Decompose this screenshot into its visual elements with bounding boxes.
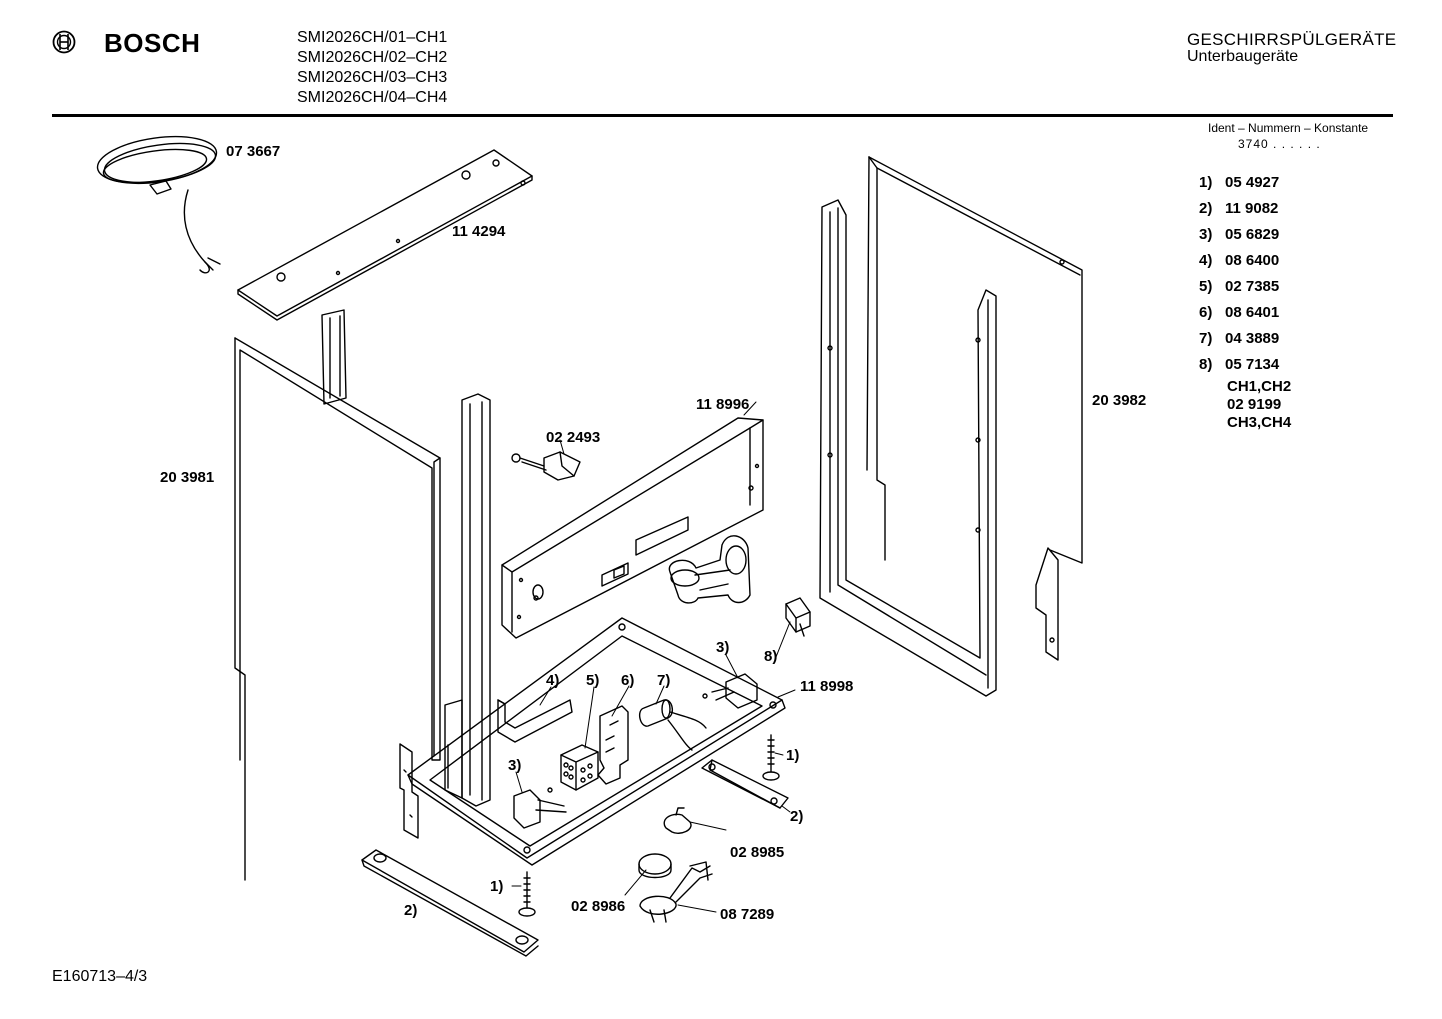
category-title: GESCHIRRSPÜLGERÄTE: [1187, 30, 1397, 49]
ident-item: 5)02 7385: [1199, 278, 1280, 295]
hinge-clip-upper-part: [702, 673, 758, 709]
drawing-reference: E160713–4/3: [52, 968, 148, 985]
ident-item-variant: CH3,CH4: [1227, 414, 1292, 431]
back-control-panel-part: [501, 417, 764, 639]
callout-label: 5): [586, 672, 599, 689]
ident-item: 8)05 7134: [1199, 356, 1280, 373]
category-subtitle: Unterbaugeräte: [1187, 48, 1299, 65]
callout-label: 11 8996: [696, 396, 749, 413]
model-list: SMI2026CH/01–CH1 SMI2026CH/02–CH2 SMI202…: [297, 28, 447, 108]
callout-label: 07 3667: [226, 143, 280, 160]
ident-item-variant: CH1,CH2: [1227, 378, 1292, 395]
bosch-armature-logo-icon: [52, 30, 76, 54]
foot-rail-left-part: [361, 849, 539, 957]
header-divider: [52, 114, 1393, 117]
leveling-screw-part: [518, 871, 536, 917]
float-bracket-part: [639, 861, 713, 923]
right-door-frame-part: [819, 199, 997, 697]
callout-label: 1): [786, 747, 799, 764]
relay-part: [785, 597, 811, 637]
model-number: SMI2026CH/01–CH1: [297, 29, 448, 46]
callout-label: 3): [508, 757, 521, 774]
ident-item: 7)04 3889: [1199, 330, 1280, 347]
callout-label: 20 3982: [1092, 392, 1146, 409]
hinge-clip-lower-part: [513, 787, 567, 829]
power-cable-part: [96, 135, 221, 274]
top-strip-part: [237, 149, 533, 321]
leader-lines: [511, 401, 796, 913]
capacitor-part: [638, 699, 707, 751]
foot-rail-right-part: [701, 759, 789, 809]
model-number: SMI2026CH/02–CH2: [297, 49, 448, 66]
mounting-plate-part: [597, 705, 629, 785]
callout-label: 20 3981: [160, 469, 214, 486]
callout-label: 1): [490, 878, 503, 895]
callout-label: 2): [404, 902, 417, 919]
float-cap-part: [638, 853, 672, 879]
terminal-block-part: [560, 744, 599, 791]
callout-label: 6): [621, 672, 634, 689]
callout-label: 11 8998: [800, 678, 853, 695]
callout-label: 02 2493: [546, 429, 600, 446]
callout-label: 11 4294: [452, 223, 506, 240]
model-number: SMI2026CH/04–CH4: [297, 89, 448, 106]
callout-label: 3): [716, 639, 729, 656]
callout-label: 8): [764, 648, 777, 665]
ident-item: 1)05 4927: [1199, 174, 1280, 191]
callout-label: 7): [657, 672, 670, 689]
model-number: SMI2026CH/03–CH3: [297, 69, 448, 86]
callout-label: 02 8985: [730, 844, 784, 861]
ident-item-variant: 02 9199: [1227, 396, 1282, 413]
callout-label: 4): [546, 672, 559, 689]
callout-label: 02 8986: [571, 898, 625, 915]
right-side-panel-part: [866, 156, 1083, 661]
ident-item: 4)08 6400: [1199, 252, 1280, 269]
base-frame-part: [407, 617, 786, 866]
ident-item: 6)08 6401: [1199, 304, 1280, 321]
air-duct-part: [668, 535, 751, 604]
callout-label: 2): [790, 808, 803, 825]
ident-code: 3740 . . . . . .: [1238, 137, 1321, 151]
screw-clip-part: [511, 451, 581, 481]
ident-number-list: 1)05 4927 2)11 9082 3)05 6829 4)08 6400 …: [1199, 170, 1291, 432]
ident-item: 2)11 9082: [1199, 200, 1279, 217]
left-side-panel-part: [234, 337, 441, 881]
ident-title: Ident – Nummern – Konstante: [1208, 121, 1369, 135]
brand-name: BOSCH: [104, 28, 201, 58]
callout-label: 08 7289: [720, 906, 774, 923]
support-bracket-part: [497, 699, 573, 743]
leveling-screw-part: [762, 734, 780, 781]
float-switch-part: [663, 807, 692, 834]
front-upright-profile-part: [321, 309, 491, 807]
ident-item: 3)05 6829: [1199, 226, 1280, 243]
